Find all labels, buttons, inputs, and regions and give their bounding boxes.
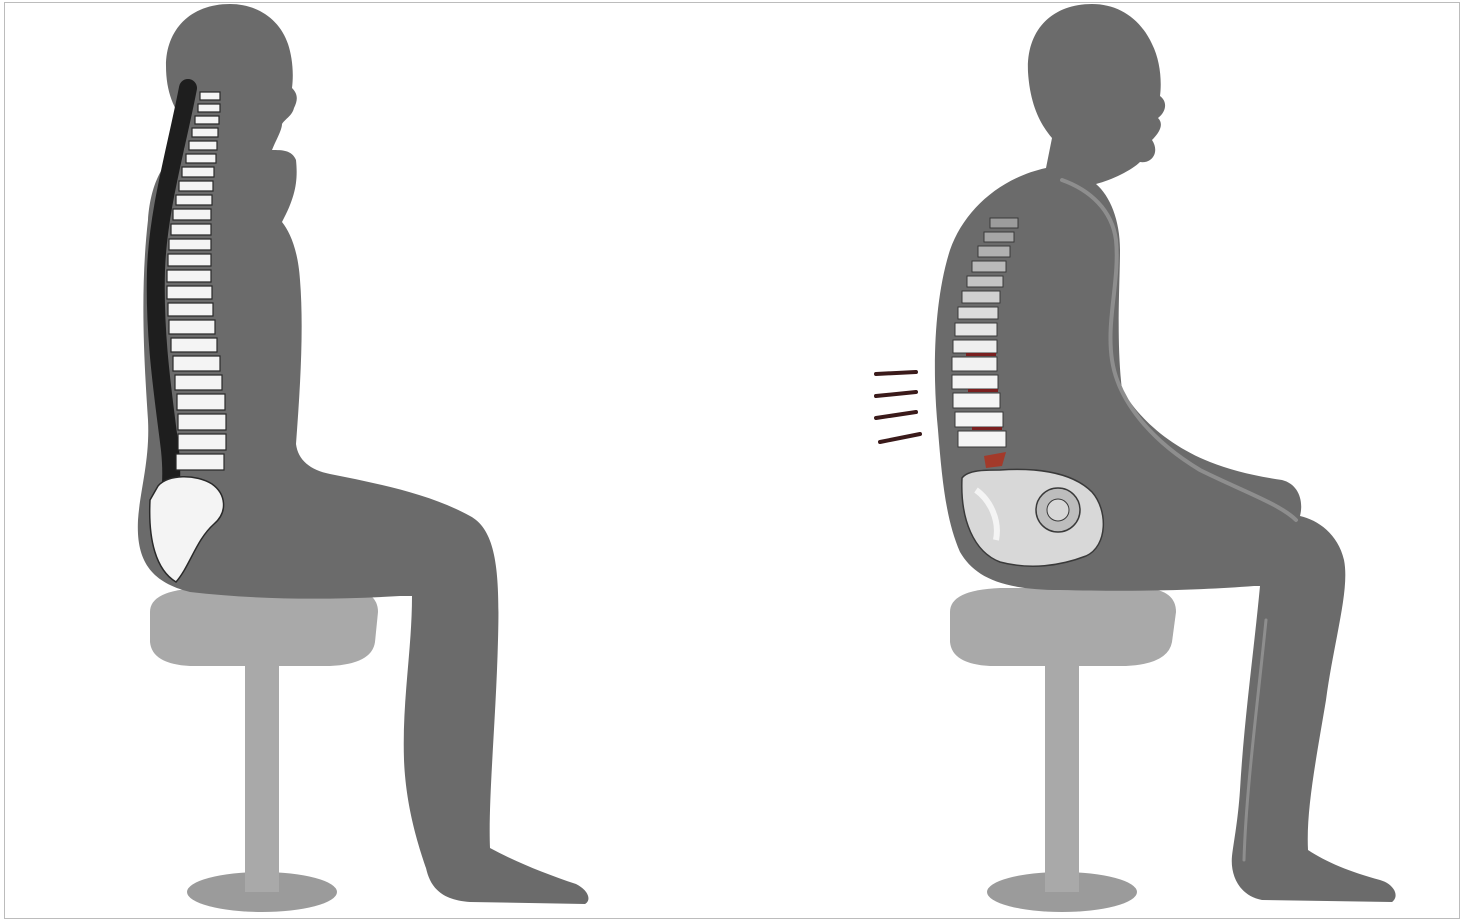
- right-stool-post: [1045, 660, 1079, 892]
- slouched-figure: [876, 4, 1396, 912]
- right-pelvis: [962, 469, 1104, 566]
- left-stool: [150, 588, 378, 912]
- right-stool-seat: [950, 588, 1176, 666]
- left-stool-seat: [150, 588, 378, 666]
- left-stool-post: [245, 660, 279, 892]
- right-stool: [950, 588, 1176, 912]
- upright-figure: [138, 4, 589, 912]
- pain-lines-icon: [876, 372, 920, 442]
